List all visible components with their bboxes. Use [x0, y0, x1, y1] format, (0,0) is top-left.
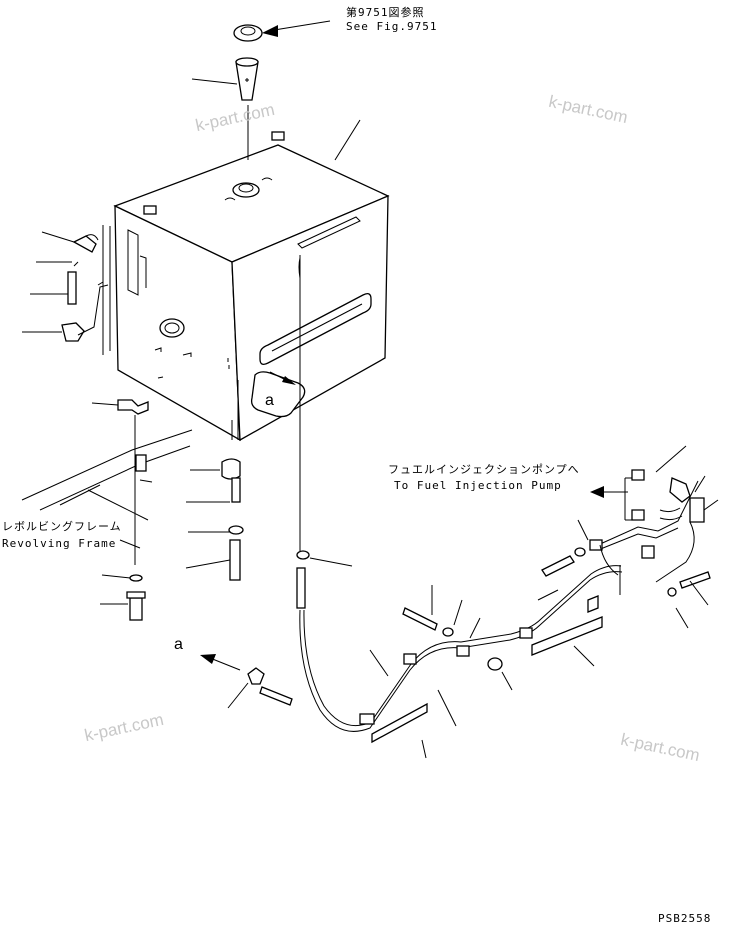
detail-a-marker	[200, 654, 293, 706]
frame-ref-en: Revolving Frame	[2, 537, 117, 550]
strainer	[235, 57, 259, 101]
fuel-pump-arrow	[590, 486, 628, 498]
fuel-pump-ref-en: To Fuel Injection Pump	[394, 479, 562, 492]
fuel-pump-ref-jp: フュエルインジェクションポンプへ	[388, 463, 580, 476]
filler-cap	[233, 24, 263, 42]
leader-lines	[227, 519, 709, 759]
frame-ref-jp: レボルビングフレーム	[2, 520, 122, 533]
drain-valve	[185, 458, 244, 581]
revolving-frame	[21, 399, 193, 621]
fuel-line	[296, 255, 719, 744]
see-fig-ref-jp: 第9751図参照	[346, 6, 425, 19]
detail-a-tank-arrow	[269, 371, 296, 385]
fuel-tank	[97, 131, 390, 442]
detail-label-a-tank: a	[265, 392, 274, 409]
detail-label-a-pipe: a	[174, 636, 183, 653]
left-fittings	[22, 231, 109, 342]
drawing-number: PSB2558	[658, 912, 712, 925]
see-fig-ref-en: See Fig.9751	[346, 20, 438, 33]
